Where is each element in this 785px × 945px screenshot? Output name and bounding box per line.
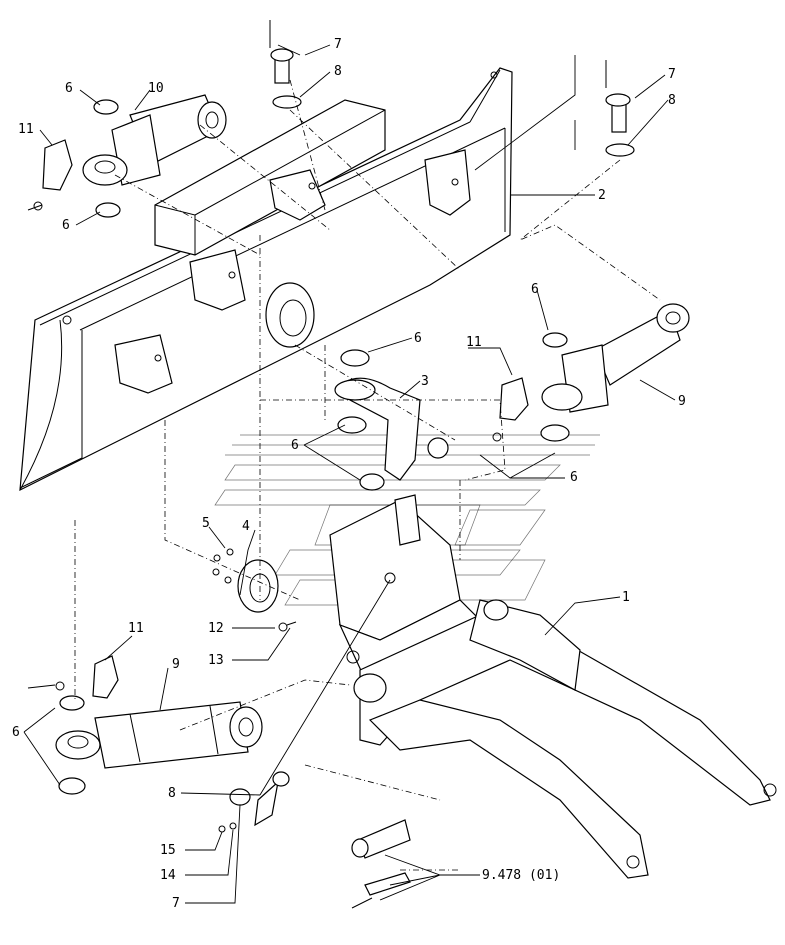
callout-7-right: 7 [668,67,676,82]
callout-13: 13 [208,653,224,668]
callout-labels: 1 2 3 4 5 6 6 6 6 6 6 6 7 7 7 8 8 8 9 9 … [12,37,686,911]
pins-and-washers [218,20,635,909]
callout-11-right: 11 [466,335,482,350]
callout-6-top-left: 6 [65,81,73,96]
callout-9-right: 9 [678,394,686,409]
callout-10: 10 [148,81,164,96]
dozer-blade [19,67,513,492]
callout-15: 15 [160,843,176,858]
callout-5: 5 [202,516,210,531]
callout-8-top: 8 [334,64,342,79]
callout-11-left: 11 [128,621,144,636]
assembly-lines [74,79,661,871]
callout-12: 12 [208,621,224,636]
hydraulic-cylinder-upper-left [27,94,227,218]
callout-4: 4 [242,519,250,534]
callout-9-left: 9 [172,657,180,672]
callout-6-right: 6 [570,470,578,485]
callout-6-arm: 6 [291,438,299,453]
hydraulic-cylinder-upper-right [492,303,690,442]
push-frame [329,494,777,879]
callout-3: 3 [421,374,429,389]
callout-1: 1 [622,590,630,605]
flange-and-fasteners [212,548,297,632]
callout-8-right: 8 [668,93,676,108]
callout-14: 14 [160,868,176,883]
callout-reference: 9.478 (01) [482,868,560,883]
callout-6-left: 6 [62,218,70,233]
hydraulic-cylinder-lower-left [27,655,263,795]
callout-11-top-left: 11 [18,122,34,137]
pivot-arm [334,349,449,491]
callout-6-bottom-left: 6 [12,725,20,740]
callout-6-upper-right: 6 [531,282,539,297]
leader-lines [23,44,676,904]
callout-7-top: 7 [334,37,342,52]
callout-6-center: 6 [414,331,422,346]
callout-2: 2 [598,188,606,203]
callout-7-bottom: 7 [172,896,180,911]
callout-8-bottom: 8 [168,786,176,801]
